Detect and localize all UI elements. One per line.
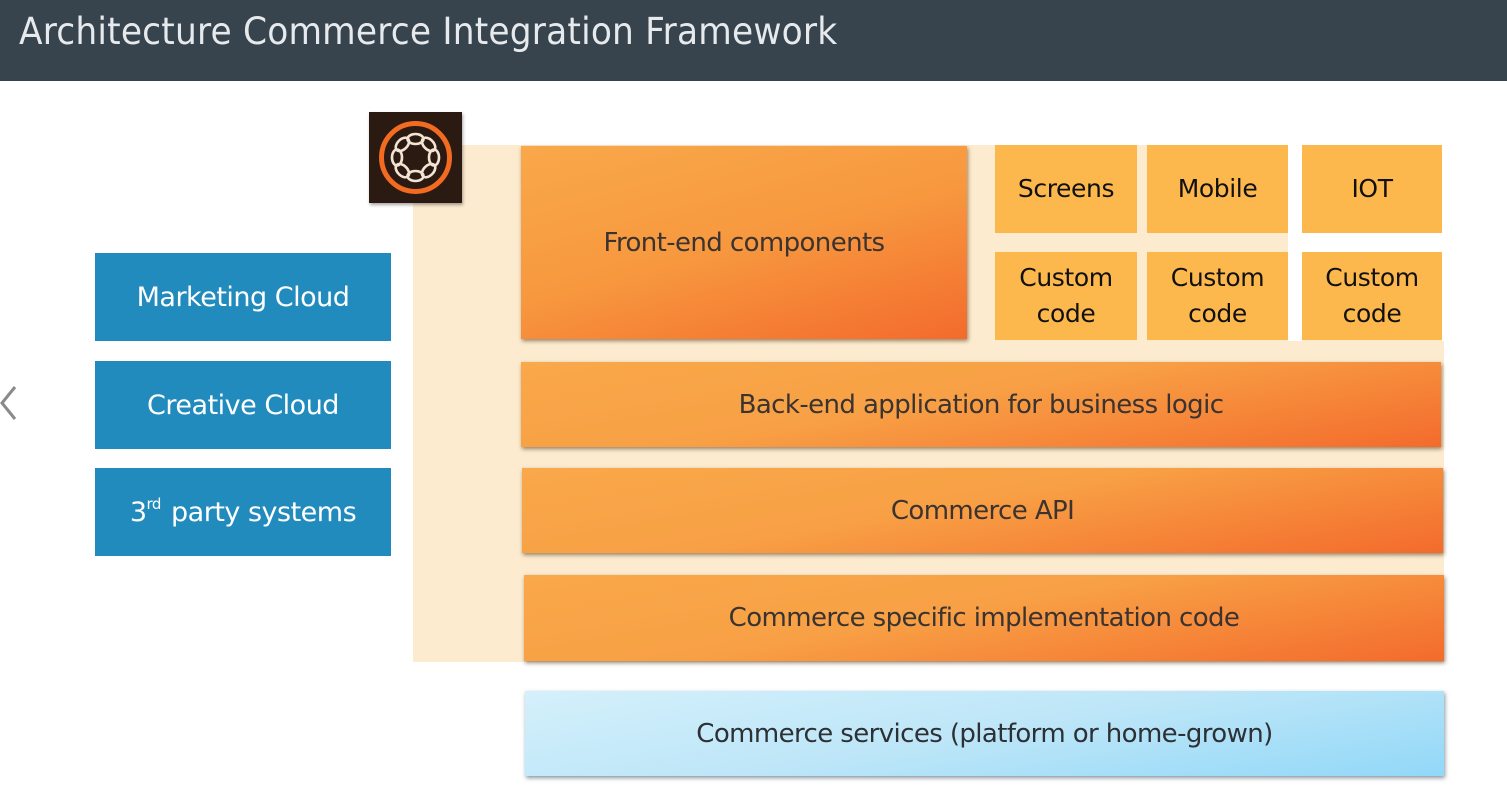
front-end-components-label: Front-end components <box>603 227 885 258</box>
commerce-api-layer: Commerce API <box>522 468 1443 553</box>
channel-label: IOT <box>1351 174 1393 203</box>
third-party-systems-box: 3rd party systems <box>95 468 391 556</box>
ordinal-suffix: rd <box>146 494 162 513</box>
third-party-systems-label: 3rd party systems <box>129 494 357 528</box>
backdrop-gap <box>1288 233 1444 252</box>
custom-code-line1: Custom <box>1170 263 1265 292</box>
channel-label: Mobile <box>1177 174 1258 203</box>
custom-code-line2: code <box>1188 299 1247 328</box>
custom-code-tile: Custom code <box>995 252 1137 340</box>
channel-label: Screens <box>1017 174 1115 203</box>
custom-code-line2: code <box>1342 299 1402 328</box>
commerce-implementation-layer: Commerce specific implementation code <box>524 575 1444 661</box>
layer-label: Commerce specific implementation code <box>728 603 1240 633</box>
channel-tile-mobile: Mobile <box>1147 145 1288 233</box>
creative-cloud-box: Creative Cloud <box>95 361 391 449</box>
aem-logo <box>369 112 462 203</box>
layer-label: Back-end application for business logic <box>738 389 1224 420</box>
custom-code-tile: Custom code <box>1147 252 1288 340</box>
backdrop-gap <box>1442 145 1452 341</box>
previous-slide-button[interactable] <box>0 384 20 424</box>
marketing-cloud-label: Marketing Cloud <box>136 281 350 313</box>
commerce-services-layer: Commerce services (platform or home-grow… <box>525 691 1444 776</box>
third-party-text: party systems <box>162 496 357 528</box>
layer-label: Commerce API <box>890 495 1075 526</box>
ordinal-number: 3 <box>129 496 147 528</box>
adobe-experience-manager-icon <box>379 121 452 194</box>
page-title: Architecture Commerce Integration Framew… <box>19 10 838 53</box>
back-end-application-layer: Back-end application for business logic <box>521 362 1441 447</box>
title-bar: Architecture Commerce Integration Framew… <box>0 0 1507 81</box>
commerce-services-label: Commerce services (platform or home-grow… <box>696 718 1273 749</box>
chevron-left-icon <box>0 386 17 420</box>
marketing-cloud-box: Marketing Cloud <box>95 253 391 341</box>
custom-code-line2: code <box>1036 299 1096 328</box>
creative-cloud-label: Creative Cloud <box>147 389 339 421</box>
custom-code-tile: Custom code <box>1302 252 1442 340</box>
channel-tile-iot: IOT <box>1302 145 1442 233</box>
front-end-components-box: Front-end components <box>521 146 967 339</box>
channel-tile-screens: Screens <box>995 145 1137 233</box>
custom-code-line1: Custom <box>1019 263 1113 292</box>
custom-code-line1: Custom <box>1325 263 1419 292</box>
